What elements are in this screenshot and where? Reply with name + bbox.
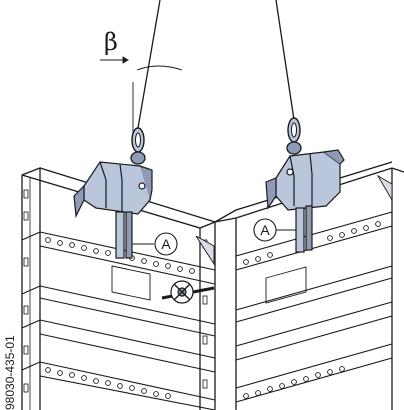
angle-beta-label: β <box>104 28 118 56</box>
callout-a-left-label: A <box>161 236 171 252</box>
wing-nut-tensioner-icon <box>161 280 215 304</box>
right-panel-plate <box>265 266 307 304</box>
left-panel-hole-row <box>45 237 195 399</box>
callout-a-left: A <box>132 232 178 256</box>
right-lifting-chain <box>275 0 302 155</box>
left-lifting-clamp <box>73 161 153 259</box>
left-lifting-chain <box>130 0 161 165</box>
right-panel-hole-row <box>243 221 381 399</box>
left-panel-rails <box>21 231 216 410</box>
left-panel-plate <box>111 265 151 301</box>
angle-beta-dimension <box>100 56 183 71</box>
left-formwork-panel <box>21 167 237 410</box>
right-lifting-clamp <box>265 149 345 253</box>
callout-a-right: A <box>253 218 296 242</box>
right-panel-rails <box>235 211 393 403</box>
callout-a-right-label: A <box>260 222 270 238</box>
drawing-code: 98030-435-01 <box>3 335 17 410</box>
